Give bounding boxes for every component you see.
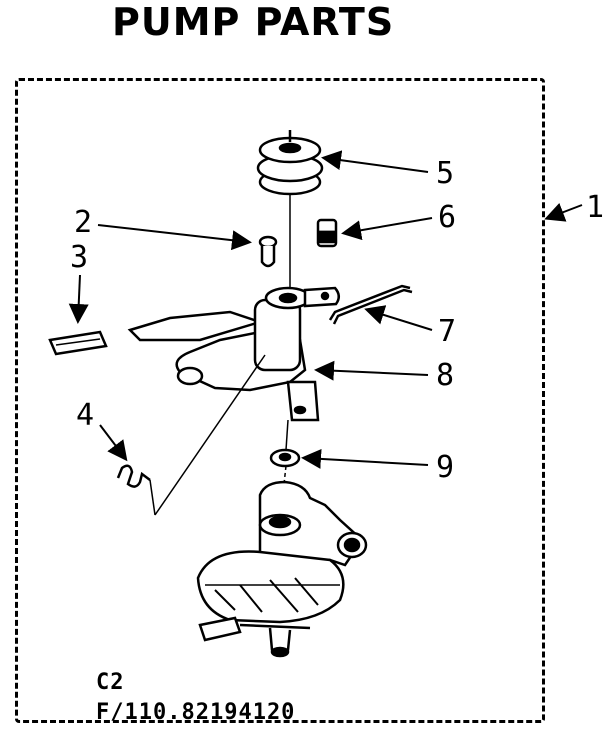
callout-6: 6 bbox=[438, 200, 457, 235]
rod-part bbox=[328, 284, 413, 325]
callout-9: 9 bbox=[436, 450, 455, 485]
pad-part bbox=[48, 330, 108, 356]
callout-7: 7 bbox=[438, 314, 457, 349]
pump-body-lower bbox=[196, 480, 368, 658]
pump-housing-upper bbox=[127, 286, 340, 422]
spring-part bbox=[116, 464, 151, 488]
diagram-code: C2 bbox=[96, 670, 125, 695]
model-number: F/110.82194120 bbox=[96, 700, 296, 725]
callout-2: 2 bbox=[74, 205, 93, 240]
screw-part bbox=[258, 235, 278, 268]
washer-part bbox=[269, 448, 301, 468]
assembly-frame bbox=[15, 78, 545, 723]
callout-4: 4 bbox=[76, 398, 95, 433]
page-title: PUMP PARTS bbox=[112, 0, 395, 44]
callout-8: 8 bbox=[436, 358, 455, 393]
callout-leaders bbox=[68, 150, 583, 469]
clip-part bbox=[316, 218, 338, 248]
pulley-part bbox=[256, 130, 324, 196]
callout-5: 5 bbox=[436, 156, 455, 191]
spring-leader-line bbox=[154, 354, 266, 516]
callout-1: 1 bbox=[586, 190, 605, 225]
callout-3: 3 bbox=[70, 240, 89, 275]
